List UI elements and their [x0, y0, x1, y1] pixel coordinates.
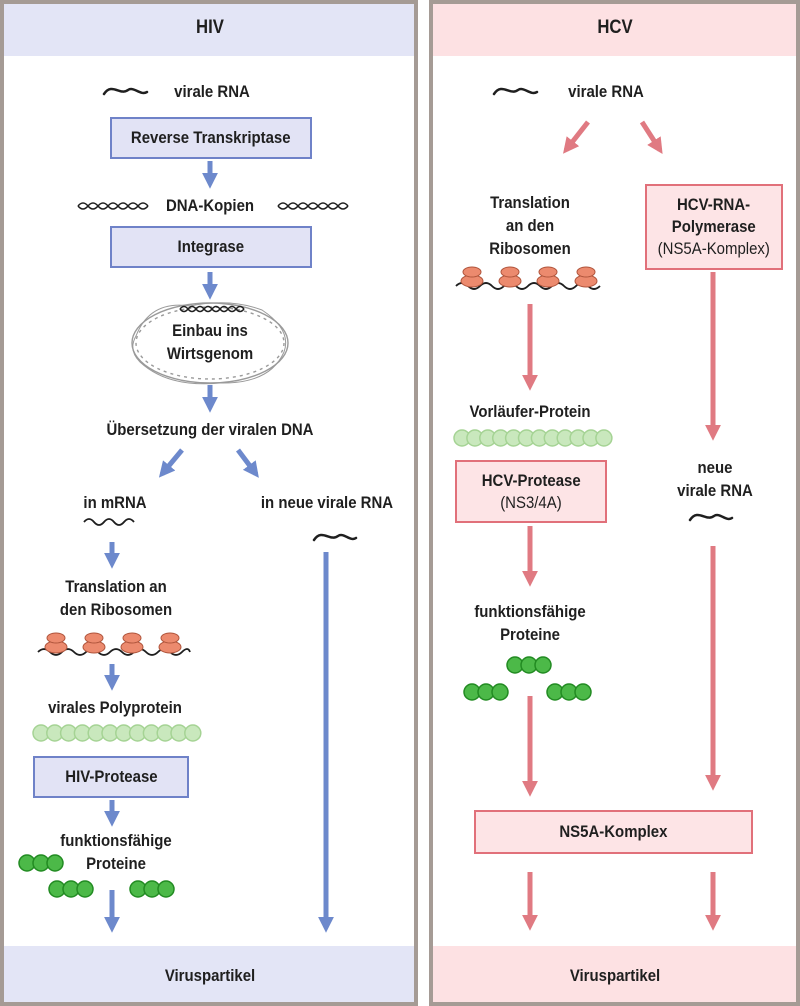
host-genome-loop-icon	[131, 302, 289, 385]
hcv-new-rna-squiggle-icon	[688, 513, 734, 522]
hiv-arrow-to-new-rna	[236, 448, 259, 478]
hiv-header: HIV	[196, 17, 224, 38]
integration-label-line1: Einbau ins	[172, 321, 248, 340]
protein-bead	[574, 683, 592, 701]
hcv-rna-polymerase-box: HCV-RNA- Polymerase (NS5A-Komplex)	[645, 184, 783, 270]
hcv-translation-label-line3: Ribosomen	[489, 239, 571, 258]
hcv-arrow-to-translation	[563, 120, 590, 154]
in-new-viral-rna-label: in neue virale RNA	[260, 493, 394, 512]
translation-viral-dna-label: Übersetzung der viralen DNA	[106, 420, 314, 439]
protein-bead	[534, 656, 552, 674]
hiv-footer-band	[4, 946, 414, 1002]
dna-copies-label: DNA-Kopien	[165, 196, 255, 215]
hcv-header-band	[433, 4, 796, 56]
hcv-viral-rna-label: virale RNA	[568, 82, 644, 101]
hiv-functional-proteins-icon	[18, 854, 175, 898]
hcv-functional-label-line1: funktionsfähige	[474, 602, 586, 621]
hiv-header-band	[4, 4, 414, 56]
hcv-protease-label-line2: (NS3/4A)	[500, 492, 562, 512]
hcv-header: HCV	[597, 17, 633, 38]
in-mrna-label: in mRNA	[83, 493, 147, 512]
hcv-polymerase-label-line1: HCV-RNA-	[677, 195, 751, 214]
hcv-protease-box: HCV-Protease (NS3/4A)	[455, 460, 607, 523]
hcv-footer: Viruspartikel	[569, 966, 661, 985]
hcv-polymerase-label-line3: (NS5A-Komplex)	[657, 239, 771, 258]
hiv-protease-label: HIV-Protease	[64, 767, 158, 786]
hcv-viral-rna-squiggle-icon	[492, 87, 539, 96]
hiv-dna-copy-left-icon	[77, 202, 149, 210]
hcv-functional-label-line2: Proteine	[500, 625, 560, 644]
hiv-polyprotein-chain-icon	[32, 724, 202, 742]
ns5a-complex-box: NS5A-Komplex	[474, 810, 753, 854]
integrase-label: Integrase	[177, 237, 245, 256]
hiv-ribosomes-icon	[37, 632, 191, 656]
hcv-ribosomes-icon	[455, 266, 601, 290]
hcv-precursor-protein-chain-icon	[453, 429, 613, 447]
hcv-protease-label-line1: HCV-Protease	[481, 470, 581, 490]
hcv-new-rna-label-line1: neue	[697, 458, 733, 477]
protein-bead	[76, 880, 94, 898]
integrated-dna-icon	[179, 305, 245, 313]
hiv-functional-label-line1: funktionsfähige	[60, 831, 172, 850]
polyprotein-bead	[595, 429, 613, 447]
hcv-polymerase-label-line2: Polymerase	[671, 217, 756, 236]
hcv-footer-band	[433, 946, 796, 1002]
hiv-dna-copy-right-icon	[277, 202, 349, 210]
hiv-viral-rna-squiggle-icon	[102, 87, 149, 96]
hiv-arrow-to-mrna	[158, 448, 184, 478]
hcv-arrow-to-polymerase	[639, 120, 663, 155]
protein-bead	[157, 880, 175, 898]
ns5a-complex-label: NS5A-Komplex	[559, 822, 668, 841]
hiv-translation-label-line1: Translation an	[65, 577, 167, 596]
hiv-translation-label-line2: den Ribosomen	[59, 600, 173, 619]
hcv-precursor-protein-label: Vorläufer-Protein	[469, 402, 591, 421]
hiv-footer: Viruspartikel	[164, 966, 256, 985]
integrase-box: Integrase	[110, 226, 312, 268]
hiv-new-rna-squiggle-icon	[312, 533, 358, 542]
protein-bead	[491, 683, 509, 701]
viral-polyprotein-label: virales Polyprotein	[48, 698, 182, 717]
hiv-viral-rna-label: virale RNA	[174, 82, 250, 101]
hiv-protease-box: HIV-Protease	[33, 756, 189, 798]
polyprotein-bead	[184, 724, 202, 742]
hiv-mrna-squiggle-icon	[83, 518, 135, 526]
reverse-transcriptase-label: Reverse Transkriptase	[131, 128, 291, 147]
reverse-transcriptase-box: Reverse Transkriptase	[110, 117, 312, 159]
hcv-translation-label-line2: an den	[505, 216, 555, 235]
protein-bead	[46, 854, 64, 872]
hcv-new-rna-label-line2: virale RNA	[677, 481, 753, 500]
integration-label-line2: Wirtsgenom	[166, 344, 254, 363]
hiv-functional-label-line2: Proteine	[86, 854, 146, 873]
hcv-functional-proteins-icon	[463, 656, 592, 701]
hcv-translation-label-line1: Translation	[490, 193, 570, 212]
